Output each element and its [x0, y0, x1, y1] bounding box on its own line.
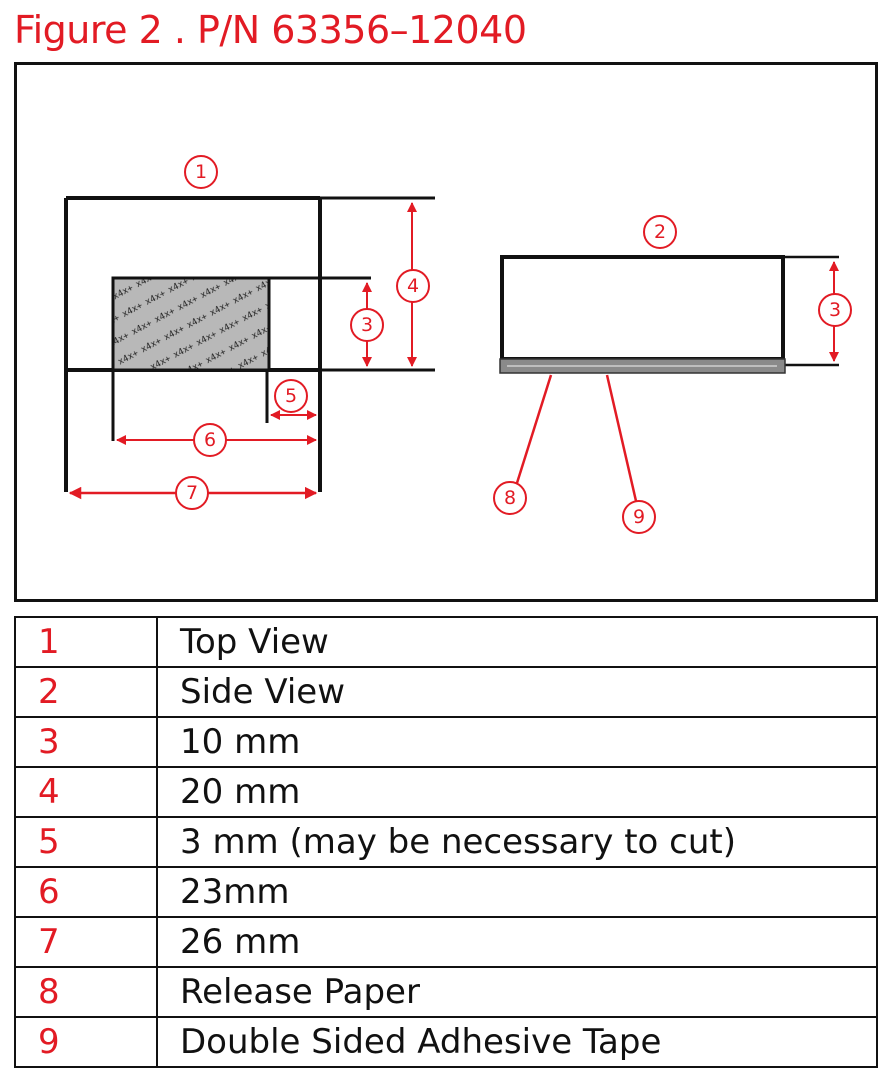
leader-9 — [605, 374, 638, 502]
legend-number: 7 — [14, 916, 158, 968]
legend-row: 9 Double Sided Adhesive Tape — [14, 1016, 878, 1068]
legend-description: Top View — [156, 616, 878, 668]
callout-3-top: 3 — [350, 308, 384, 342]
legend-number: 1 — [14, 616, 158, 668]
legend-row: 4 20 mm — [14, 766, 878, 818]
svg-text:3: 3 — [361, 314, 373, 336]
legend-row: 2 Side View — [14, 666, 878, 718]
side-view-outline — [500, 255, 785, 361]
svg-text:6: 6 — [204, 429, 216, 451]
leader-8 — [515, 374, 553, 484]
legend-row: 7 26 mm — [14, 916, 878, 968]
callout-6: 6 — [193, 423, 227, 457]
diagram-frame: x4x+ — [14, 62, 878, 602]
svg-text:7: 7 — [186, 482, 198, 504]
legend-number: 2 — [14, 666, 158, 718]
svg-text:1: 1 — [195, 161, 207, 183]
legend-description: Side View — [156, 666, 878, 718]
legend-description: 20 mm — [156, 766, 878, 818]
svg-text:2: 2 — [654, 221, 666, 243]
adhesive-pad — [111, 276, 271, 372]
legend-description: Double Sided Adhesive Tape — [156, 1016, 878, 1068]
legend-number: 6 — [14, 866, 158, 918]
callout-3-side: 3 — [818, 293, 852, 327]
callout-2: 2 — [643, 215, 677, 249]
legend-description: 10 mm — [156, 716, 878, 768]
svg-text:9: 9 — [633, 506, 645, 528]
side-view — [499, 255, 839, 374]
legend-number: 4 — [14, 766, 158, 818]
callout-5: 5 — [274, 379, 308, 413]
legend-description: 3 mm (may be necessary to cut) — [156, 816, 878, 868]
legend-number: 9 — [14, 1016, 158, 1068]
legend-row: 8 Release Paper — [14, 966, 878, 1018]
diagram-svg: x4x+ — [64, 155, 852, 534]
callout-1: 1 — [184, 155, 218, 189]
top-view — [64, 196, 435, 492]
legend-table: 1 Top View 2 Side View 3 10 mm 4 20 mm 5… — [14, 616, 878, 1068]
callout-4: 4 — [396, 269, 430, 303]
legend-description: 23mm — [156, 866, 878, 918]
legend-number: 8 — [14, 966, 158, 1018]
svg-text:4: 4 — [407, 275, 419, 297]
svg-text:3: 3 — [829, 299, 841, 321]
legend-row: 6 23mm — [14, 866, 878, 918]
figure-title: Figure 2 . P/N 63356–12040 — [14, 8, 527, 52]
callout-7: 7 — [175, 476, 209, 510]
legend-description: Release Paper — [156, 966, 878, 1018]
callout-8: 8 — [493, 481, 527, 515]
legend-row: 5 3 mm (may be necessary to cut) — [14, 816, 878, 868]
legend-row: 1 Top View — [14, 616, 878, 668]
svg-text:5: 5 — [285, 385, 297, 407]
legend-number: 5 — [14, 816, 158, 868]
legend-description: 26 mm — [156, 916, 878, 968]
legend-row: 3 10 mm — [14, 716, 878, 768]
legend-number: 3 — [14, 716, 158, 768]
svg-text:8: 8 — [504, 487, 516, 509]
callout-9: 9 — [622, 500, 656, 534]
